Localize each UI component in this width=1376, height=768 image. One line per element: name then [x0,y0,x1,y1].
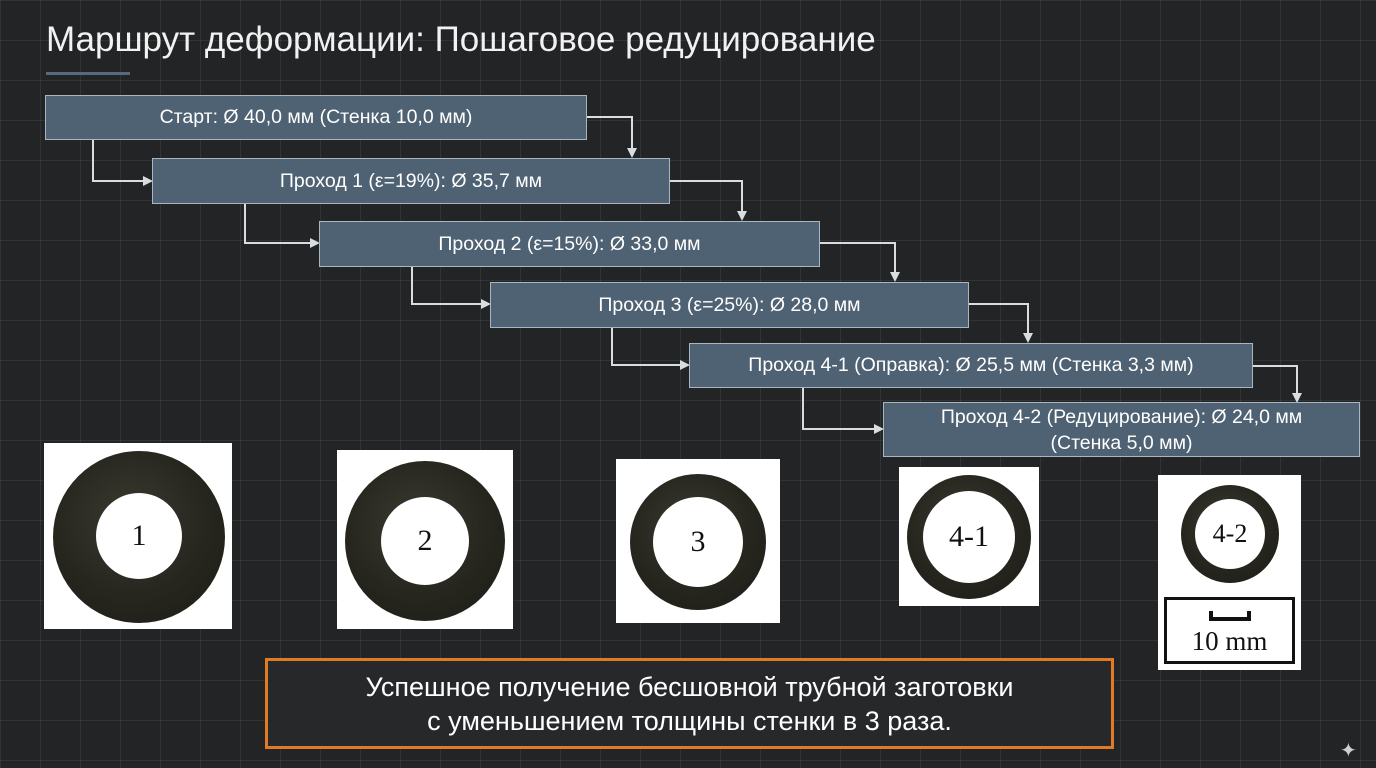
sample-label-4-1: 4-1 [949,520,989,553]
arrow-right-3 [819,242,900,282]
arrow-right-1 [586,116,637,158]
step-pass-1-text: Проход 1 (ε=19%): Ø 35,7 мм [279,169,543,192]
sample-label-2: 2 [417,524,433,557]
sample-label-4-2: 4-2 [1212,519,1248,548]
title-underline [46,72,130,75]
scale-bar-box: 10 mm [1164,597,1295,664]
step-pass-1: Проход 1 (ε=19%): Ø 35,7 мм [152,158,670,204]
arrow-left-2 [244,204,320,248]
conclusion-line-2: с уменьшением толщины стенки в 3 раза. [427,705,952,736]
step-pass-2-text: Проход 2 (ε=15%): Ø 33,0 мм [438,232,701,255]
conclusion-line-1: Успешное получение бесшовной трубной заг… [365,671,1014,702]
step-pass-4-2: Проход 4-2 (Редуцирование): Ø 24,0 мм (С… [883,402,1360,457]
arrow-left-1 [92,140,153,186]
step-pass-4-1: Проход 4-1 (Оправка): Ø 25,5 мм (Стенка … [689,343,1253,388]
tube-bore-4-1: 4-1 [923,491,1015,583]
tube-bore-2: 2 [381,497,469,585]
step-pass-4-2-text-line2: (Стенка 5,0 мм) [1050,431,1193,454]
sample-photo-1: 1 [44,443,232,629]
arrow-right-2 [669,180,747,221]
arrow-left-5 [802,388,884,434]
arrow-left-4 [611,327,690,370]
step-start: Старт: Ø 40,0 мм (Стенка 10,0 мм) [45,95,587,140]
page-title: Маршрут деформации: Пошаговое редуцирова… [46,20,876,59]
step-pass-4-1-text: Проход 4-1 (Оправка): Ø 25,5 мм (Стенка … [748,354,1194,376]
sparkle-icon: ✦ [1340,740,1357,762]
step-start-text: Старт: Ø 40,0 мм (Стенка 10,0 мм) [159,106,473,128]
arrow-left-3 [411,266,491,309]
step-pass-3: Проход 3 (ε=25%): Ø 28,0 мм [490,282,969,328]
step-pass-3-text: Проход 3 (ε=25%): Ø 28,0 мм [598,293,861,316]
tube-bore-1: 1 [96,493,182,579]
sample-photo-4-2: 4-2 10 mm [1158,475,1301,670]
sample-photo-4-1: 4-1 [899,467,1039,606]
sample-label-1: 1 [131,519,147,552]
tube-bore-3: 3 [653,497,743,587]
tube-bore-4-2: 4-2 [1195,499,1265,569]
sample-label-3: 3 [690,525,706,558]
sample-photo-2: 2 [337,450,513,629]
sample-photo-3: 3 [616,459,780,623]
scale-bar-label: 10 mm [1191,626,1268,656]
conclusion-box: Успешное получение бесшовной трубной заг… [265,658,1114,749]
scale-bar [1209,611,1251,621]
step-pass-4-2-text: Проход 4-2 (Редуцирование): Ø 24,0 мм [940,405,1303,428]
arrow-right-5 [1252,365,1302,403]
step-pass-2: Проход 2 (ε=15%): Ø 33,0 мм [319,221,820,267]
arrow-right-4 [968,303,1033,343]
